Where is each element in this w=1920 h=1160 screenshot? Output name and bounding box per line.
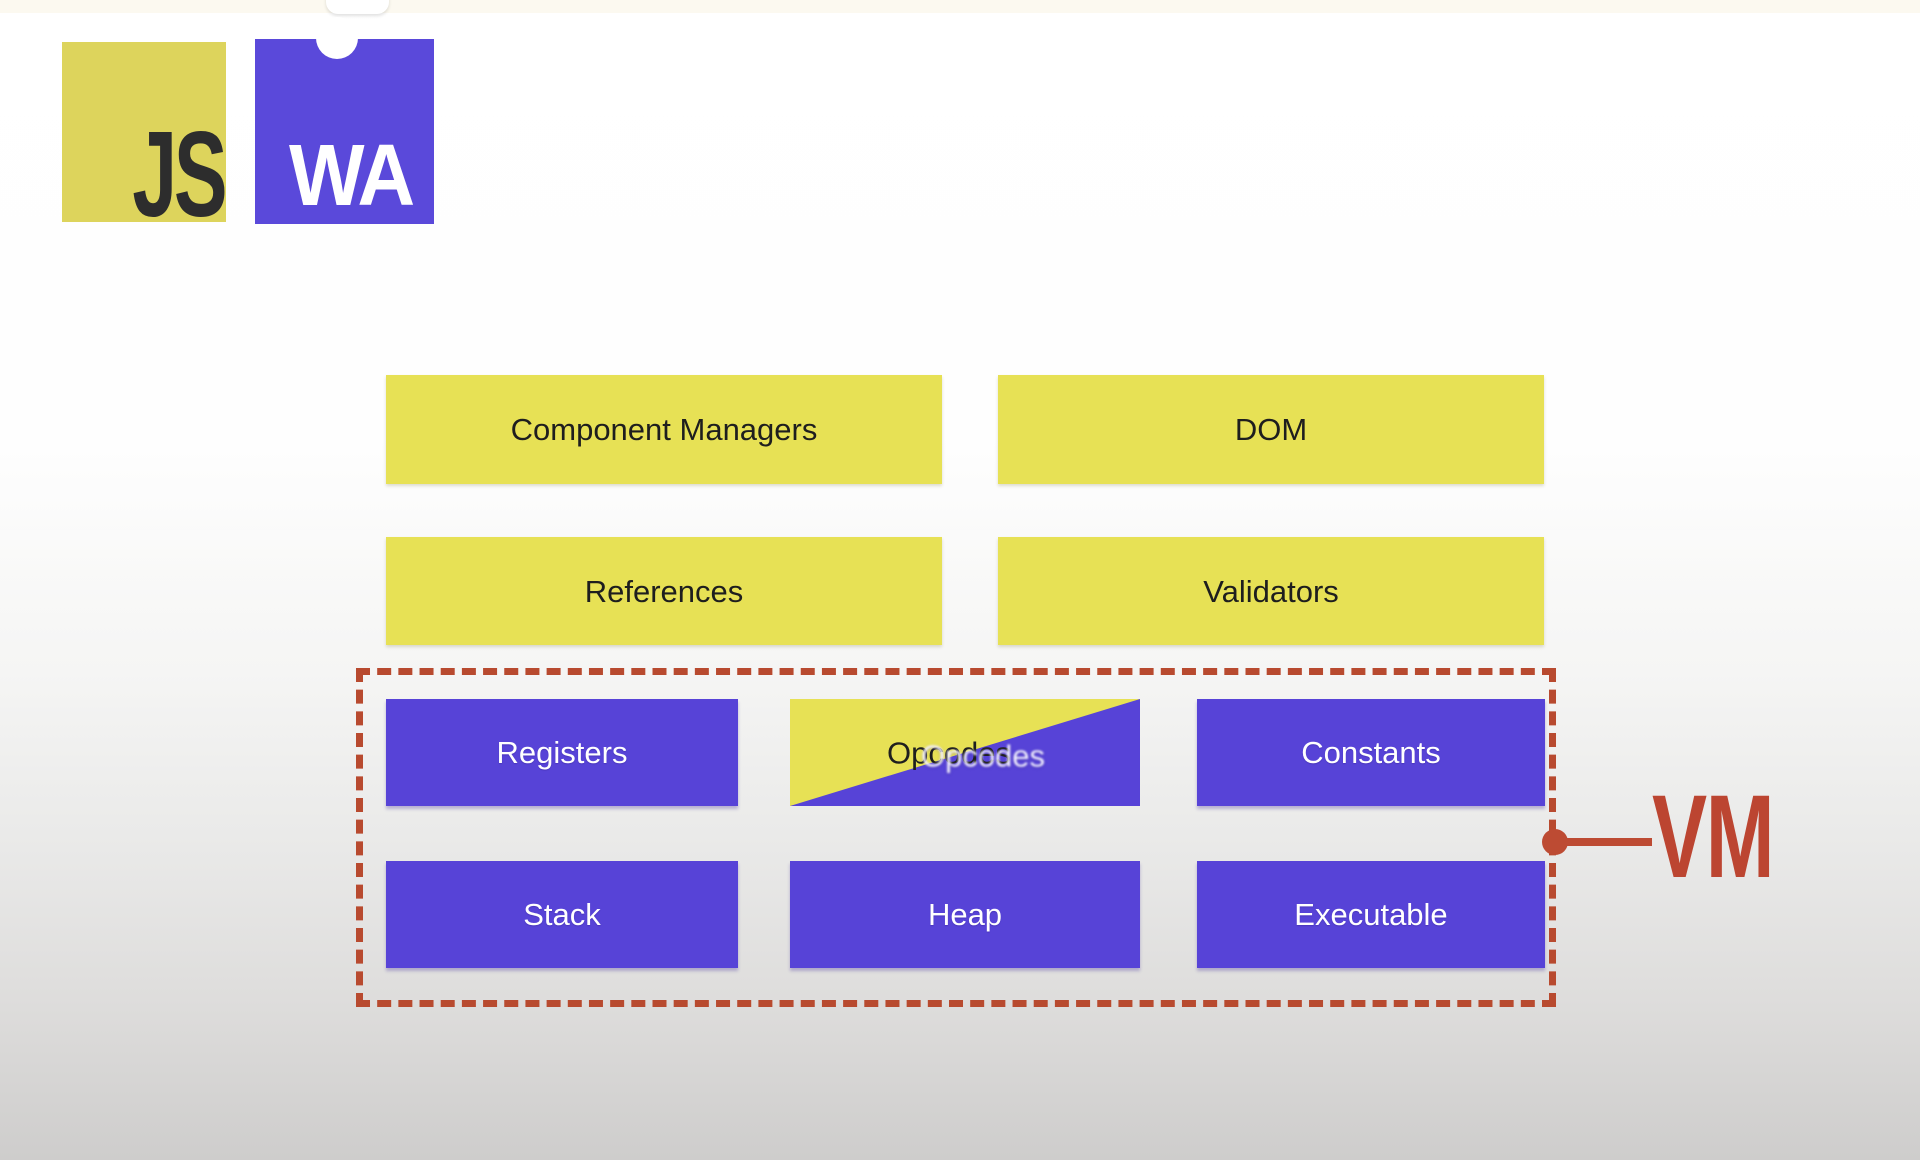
box-validators: Validators <box>998 537 1544 645</box>
vm-label: VM <box>1652 771 1774 903</box>
top-notch-tab <box>326 0 389 14</box>
webassembly-logo-icon: WA <box>255 17 434 225</box>
box-references: References <box>386 537 942 645</box>
opcodes-label-dark: Opcodes <box>886 735 1012 770</box>
box-stack: Stack <box>386 861 738 968</box>
box-dom: DOM <box>998 375 1544 484</box>
box-heap: Heap <box>790 861 1140 968</box>
box-registers: Registers <box>386 699 738 806</box>
box-component-managers: Component Managers <box>386 375 942 484</box>
opcodes-label-ghost: Opcodes <box>920 738 1046 773</box>
webassembly-logo-text: WA <box>289 127 415 225</box>
vm-callout-line <box>1555 838 1652 846</box>
top-edge-strip <box>0 0 1920 13</box>
javascript-logo-text: JS <box>132 106 227 243</box>
box-constants: Constants <box>1197 699 1545 806</box>
box-opcodes: Opcodes Opcodes <box>790 699 1140 806</box>
webassembly-logo-notch <box>316 17 358 59</box>
javascript-logo-icon: JS <box>62 42 227 243</box>
box-executable: Executable <box>1197 861 1545 968</box>
